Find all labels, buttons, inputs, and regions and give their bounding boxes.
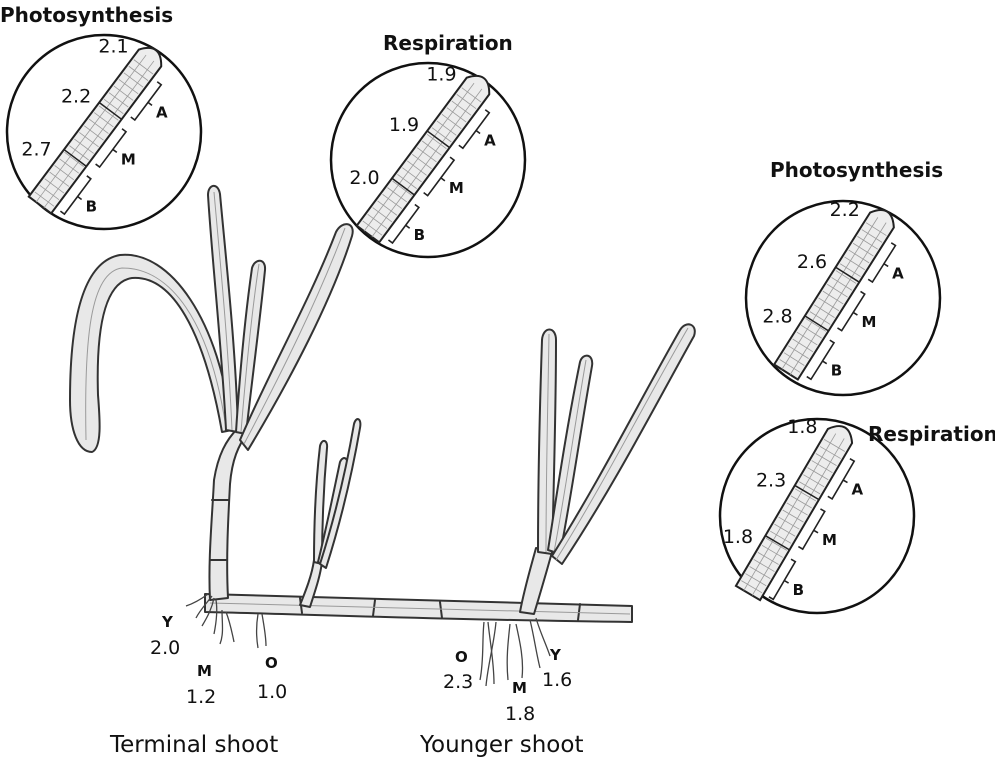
plant-illustration [69,184,696,687]
segment-value: 2.2 [61,86,91,108]
terminal-root-o-label: O [265,654,278,672]
inset-title: Photosynthesis [0,3,173,27]
segment-value: 2.3 [756,469,786,491]
segment-value: 1.9 [389,114,419,136]
segment-brace [768,558,797,601]
segment-label: A [851,481,863,499]
terminal-root-y-value: 2.0 [150,637,180,659]
leaf-blade [27,46,163,215]
segment-label: A [892,264,904,282]
segment-brace [95,128,128,169]
inset-title: Photosynthesis [770,158,943,182]
segment-label: B [414,226,425,244]
segment-value: 2.0 [349,167,379,189]
terminal-root-labels: Y 2.0 M 1.2 O 1.0 [150,613,287,708]
younger-root-o-label: O [455,648,468,666]
leaf-outline [27,46,163,215]
segment-brace [423,156,456,197]
leaf-blade [734,425,854,602]
segment-label: A [156,103,168,121]
segment-value: 2.7 [21,138,51,160]
segment-value: 1.8 [787,416,817,438]
leaf-outline [772,209,895,381]
segment-brace [837,290,866,332]
younger-root-m-value: 1.8 [505,703,535,725]
segment-brace [827,457,856,500]
segment-brace [458,109,491,150]
leaf-blade [355,74,491,244]
inset-title: Respiration [383,31,513,55]
terminal-root-o-value: 1.0 [257,681,287,703]
segment-label: B [86,197,97,215]
inset-title: Respiration [868,422,995,446]
terminal-root-m-value: 1.2 [186,686,216,708]
younger-shoot-leaves [537,323,696,565]
younger-root-labels: O 2.3 M 1.8 Y 1.6 [443,646,572,725]
segment-value: 1.9 [426,64,456,86]
segment-brace [130,81,163,122]
small-middle-shoot [299,418,362,608]
segment-value: 2.2 [830,199,860,221]
segment-value: 2.8 [762,306,792,328]
rhizome [204,593,633,623]
segment-value: 2.1 [98,36,128,58]
segment-brace [797,508,826,551]
segment-brace [387,203,420,245]
terminal-roots [185,593,267,649]
terminal-shoot-caption: Terminal shoot [109,732,278,758]
younger-root-y-value: 1.6 [542,669,572,691]
segment-value: 1.8 [723,526,753,548]
segment-brace [59,175,92,216]
segment-label: M [861,313,876,331]
terminal-root-y-label: Y [161,613,174,631]
terminal-shoot-leaves [69,184,354,453]
younger-shoot-caption: Younger shoot [419,732,583,758]
terminal-shoot-stem [208,427,249,601]
segment-label: B [793,581,804,599]
terminal-root-m-label: M [197,662,212,680]
segment-brace [806,339,836,381]
segment-brace [867,242,897,284]
segment-label: A [484,131,496,149]
younger-roots [479,617,551,687]
insets: PhotosynthesisA2.1M2.2B2.7RespirationA1.… [0,3,995,615]
leaf-blade [772,209,895,381]
segment-label: M [822,531,837,549]
segment-label: M [121,150,136,168]
leaf-outline [355,74,491,244]
younger-root-y-label: Y [549,646,562,664]
younger-root-m-label: M [512,679,527,697]
segment-label: B [831,362,842,380]
younger-root-o-value: 2.3 [443,671,473,693]
segment-label: M [449,179,464,197]
segment-value: 2.6 [797,251,827,273]
